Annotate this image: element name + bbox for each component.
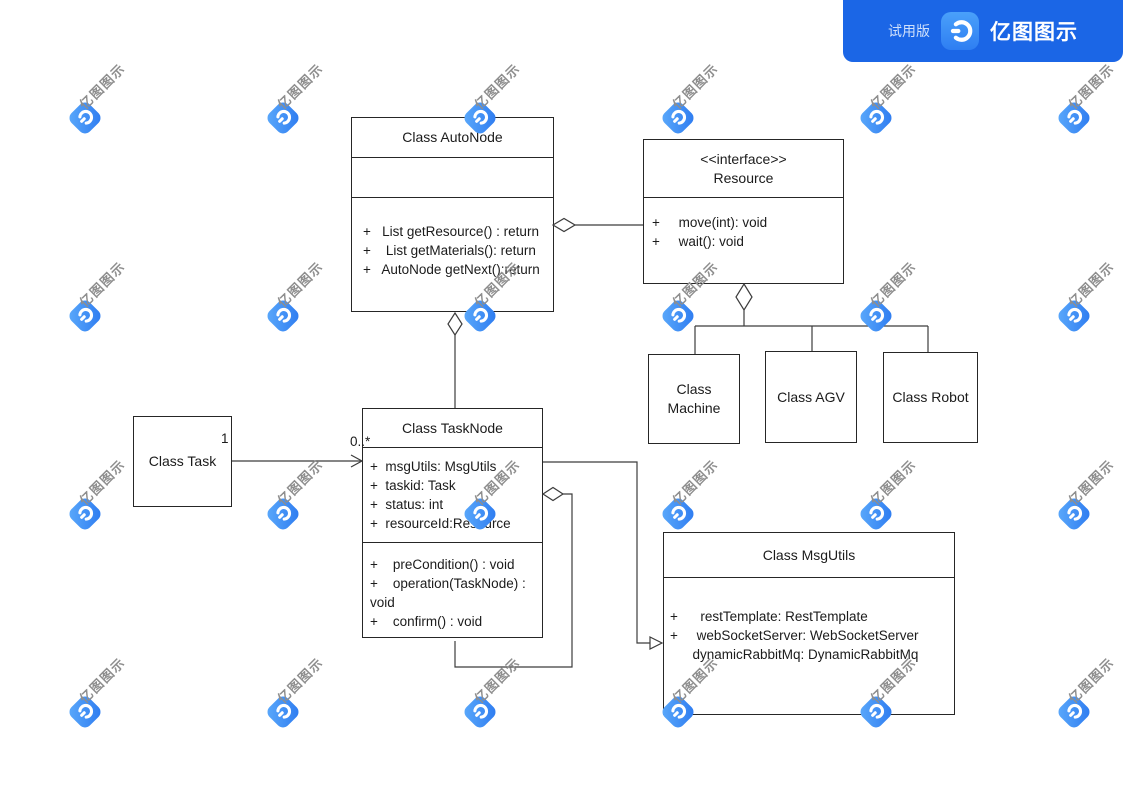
edraw-logo-icon — [941, 12, 979, 50]
watermark-text: 亿图图示 — [669, 60, 722, 113]
class-title: Class AGV — [777, 388, 845, 405]
open-arrowhead-tasknode[interactable] — [350, 454, 364, 468]
edraw-logo-icon — [66, 693, 104, 731]
methods-section: + List getResource() : return + List get… — [352, 198, 553, 279]
class-box-machine[interactable]: Class Machine — [648, 354, 740, 444]
class-title: Class Task — [148, 453, 217, 469]
class-box-robot[interactable]: Class Robot — [883, 352, 978, 443]
edraw-logo-icon — [1055, 297, 1093, 335]
class-title: Resource — [713, 169, 774, 186]
method-line: + List getResource() : return — [363, 224, 539, 239]
watermark-text: 亿图图示 — [471, 60, 524, 113]
edraw-logo-icon — [264, 99, 302, 137]
watermark-text: 亿图图示 — [1065, 60, 1118, 113]
attributes-section-empty — [352, 158, 553, 198]
methods-section: + move(int): void + wait(): void — [644, 198, 843, 251]
watermark-text: 亿图图示 — [1065, 654, 1118, 707]
edraw-logo-icon — [264, 297, 302, 335]
attribute-line: + resourceId:Resource — [370, 516, 511, 531]
watermark-text: 亿图图示 — [1065, 456, 1118, 509]
watermark-text: 亿图图示 — [274, 60, 327, 113]
attributes-section: + msgUtils: MsgUtils + taskid: Task + st… — [363, 448, 542, 543]
multiplicity-label-task[interactable]: 1 — [221, 431, 229, 446]
class-box-tasknode[interactable]: Class TaskNode + msgUtils: MsgUtils + ta… — [362, 408, 543, 638]
edraw-logo-icon — [857, 99, 895, 137]
multiplicity-label-tasknode[interactable]: 0..* — [350, 434, 371, 449]
method-line: + confirm() : void — [370, 614, 483, 629]
attributes-section: + restTemplate: RestTemplate + webSocket… — [664, 578, 954, 664]
aggregation-diamond-resource[interactable] — [735, 282, 753, 312]
edraw-logo-icon — [659, 495, 697, 533]
method-line: + preCondition() : void — [370, 557, 515, 572]
edraw-logo-icon — [857, 297, 895, 335]
class-box-resource-interface[interactable]: <<interface>> Resource + move(int): void… — [643, 139, 844, 284]
trial-version-label: 试用版 — [888, 23, 930, 39]
watermark-text: 亿图图示 — [76, 456, 129, 509]
class-title: Class MsgUtils — [664, 533, 954, 578]
edraw-logo-icon — [66, 297, 104, 335]
method-line: + wait(): void — [652, 234, 744, 249]
edraw-logo-icon — [66, 99, 104, 137]
watermark-text: 亿图图示 — [867, 60, 920, 113]
attribute-line: + restTemplate: RestTemplate — [670, 609, 868, 624]
class-title: Class TaskNode — [363, 409, 542, 448]
attribute-line: + status: int — [370, 497, 444, 512]
connector-tasknode-msgutils[interactable] — [543, 461, 650, 644]
watermark-text: 亿图图示 — [867, 456, 920, 509]
watermark-text: 亿图图示 — [669, 456, 722, 509]
class-box-autonode[interactable]: Class AutoNode + List getResource() : re… — [351, 117, 554, 312]
watermark-text: 亿图图示 — [76, 258, 129, 311]
watermark-text: 亿图图示 — [274, 654, 327, 707]
edraw-logo-icon — [461, 693, 499, 731]
class-box-agv[interactable]: Class AGV — [765, 351, 857, 443]
aggregation-diamond-autonode-resource[interactable] — [551, 217, 577, 233]
class-title: Class AutoNode — [352, 118, 553, 158]
watermark-text: 亿图图示 — [274, 258, 327, 311]
edraw-logo-icon — [857, 495, 895, 533]
watermark-text: 亿图图示 — [76, 60, 129, 113]
edraw-logo-icon — [659, 99, 697, 137]
edraw-logo-icon — [1055, 495, 1093, 533]
aggregation-diamond-selfloop[interactable] — [541, 486, 565, 502]
watermark-text: 亿图图示 — [471, 654, 524, 707]
edraw-logo-icon — [1055, 99, 1093, 137]
watermark-text: 亿图图示 — [867, 258, 920, 311]
methods-section: + preCondition() : void + operation(Task… — [363, 543, 542, 631]
class-box-msgutils[interactable]: Class MsgUtils + restTemplate: RestTempl… — [663, 532, 955, 715]
edraw-logo-icon — [66, 495, 104, 533]
method-line: + move(int): void — [652, 215, 768, 230]
class-title: Class Machine — [667, 381, 721, 416]
brand-name: 亿图图示 — [990, 21, 1078, 44]
edraw-logo-icon — [659, 297, 697, 335]
method-line: + AutoNode getNext():return — [363, 262, 540, 277]
class-title: Class Robot — [892, 389, 969, 405]
aggregation-diamond-autonode-tasknode[interactable] — [447, 311, 463, 337]
attribute-line: + msgUtils: MsgUtils — [370, 459, 497, 474]
method-line-wrap: void — [370, 595, 395, 610]
method-line: + List getMaterials(): return — [363, 243, 536, 258]
edraw-logo-icon — [264, 495, 302, 533]
watermark-text: 亿图图示 — [274, 456, 327, 509]
attribute-line: dynamicRabbitMq: DynamicRabbitMq — [670, 647, 919, 662]
method-line: + operation(TaskNode) : — [370, 576, 526, 591]
attribute-line: + webSocketServer: WebSocketServer — [670, 628, 919, 643]
edraw-logo-icon — [264, 693, 302, 731]
trial-badge[interactable]: 试用版 亿图图示 — [843, 0, 1123, 62]
attribute-line: + taskid: Task — [370, 478, 456, 493]
watermark-text: 亿图图示 — [76, 654, 129, 707]
edraw-logo-icon — [1055, 693, 1093, 731]
triangle-arrowhead-msgutils[interactable] — [649, 636, 664, 650]
interface-stereotype: <<interface>> — [700, 150, 787, 167]
class-box-task[interactable]: Class Task — [133, 416, 232, 507]
watermark-text: 亿图图示 — [1065, 258, 1118, 311]
